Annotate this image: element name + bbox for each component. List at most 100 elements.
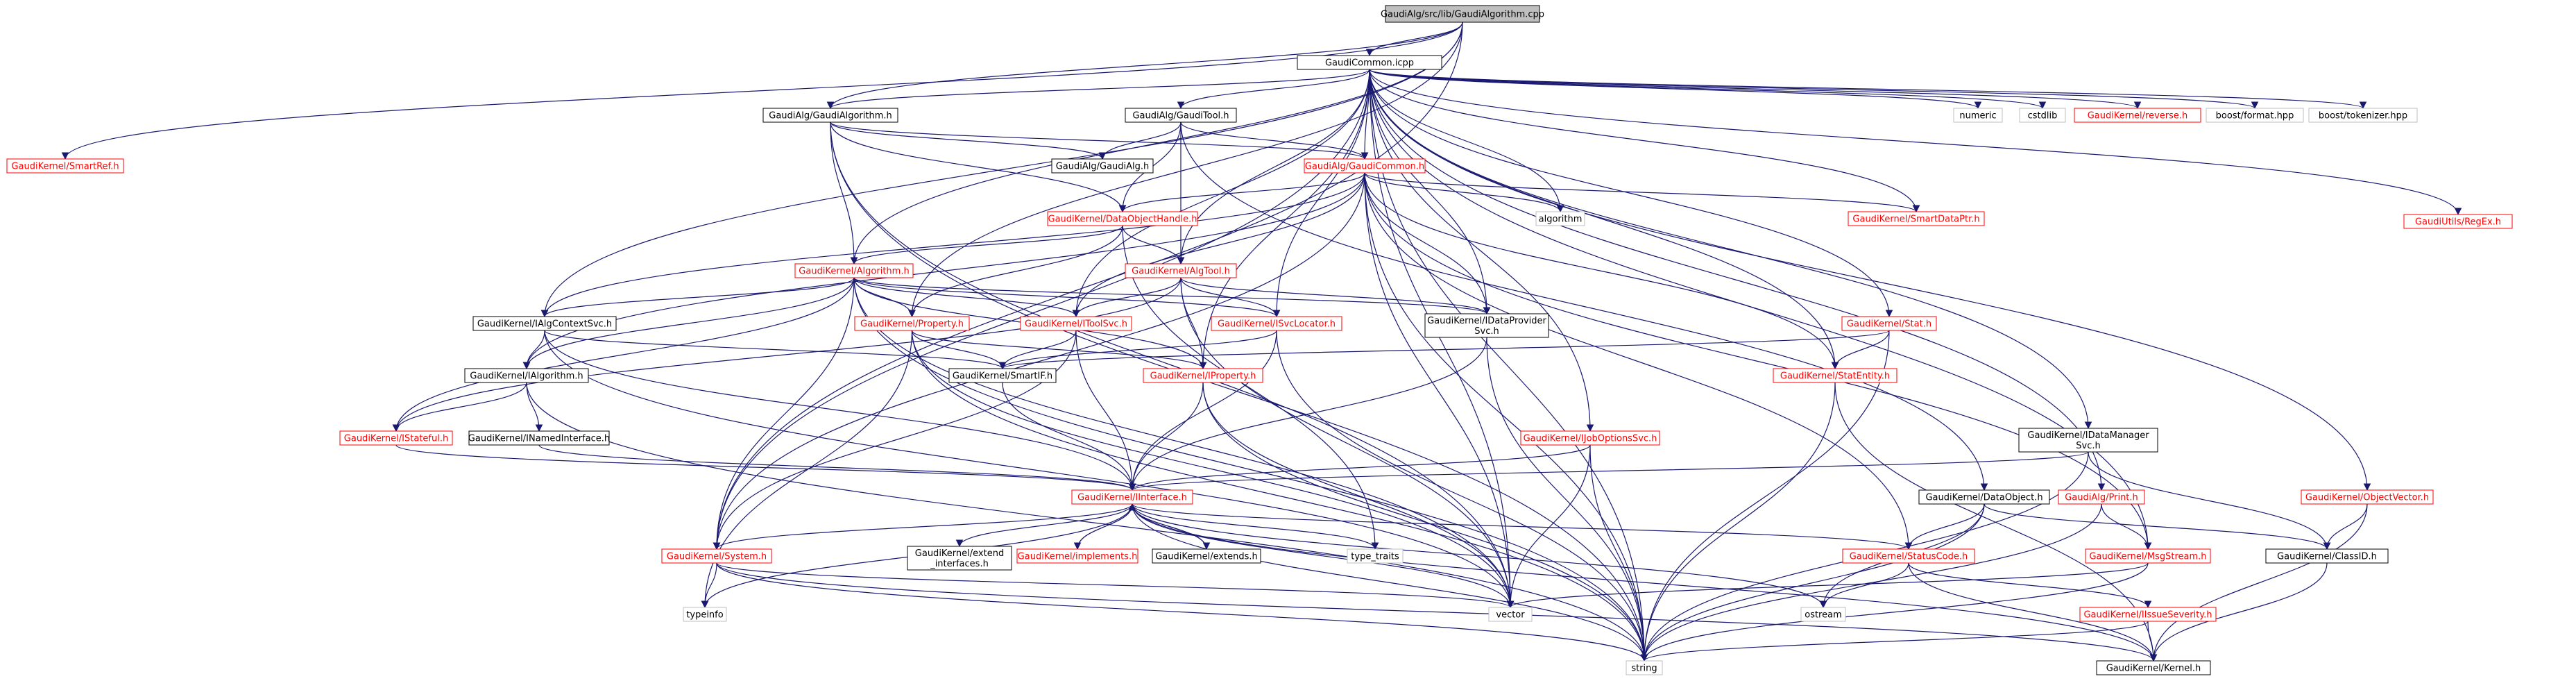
node-istateful[interactable]: GaudiKernel/IStateful.h	[339, 430, 453, 446]
node-smartif[interactable]: GaudiKernel/SmartIF.h	[948, 368, 1057, 383]
edge-iproperty-to-string	[1202, 382, 1648, 662]
node-extifaces[interactable]: GaudiKernel/extend_interfaces.h	[907, 546, 1012, 571]
edge-gcicpp-to-gtool	[1177, 69, 1370, 110]
node-isvcloc[interactable]: GaudiKernel/ISvcLocator.h	[1211, 316, 1342, 331]
node-label: Svc.h	[1474, 326, 1499, 337]
edge-ijobopt-to-string	[1589, 444, 1648, 662]
edge-statentity-to-string	[1640, 382, 1836, 662]
node-system[interactable]: GaudiKernel/System.h	[661, 548, 772, 564]
node-box	[464, 368, 589, 383]
node-ostream[interactable]: ostream	[1800, 607, 1846, 622]
edge-gkalgo-to-isvcloc	[853, 277, 1281, 318]
node-reverse[interactable]: GaudiKernel/reverse.h	[2074, 108, 2201, 123]
node-numeric[interactable]: numeric	[1953, 108, 2003, 123]
edge-gcommon-to-msgstream	[1364, 172, 2152, 550]
node-label: GaudiUtils/RegEx.h	[2415, 217, 2501, 228]
node-btoken[interactable]: boost/tokenizer.hpp	[2308, 108, 2418, 123]
node-gkalgo[interactable]: GaudiKernel/Algorithm.h	[794, 263, 914, 278]
edge-gcicpp-to-string	[1369, 69, 1648, 662]
node-algorithm[interactable]: algorithm	[1535, 211, 1585, 226]
node-objvector[interactable]: GaudiKernel/ObjectVector.h	[2301, 489, 2434, 505]
node-iproperty[interactable]: GaudiKernel/IProperty.h	[1143, 368, 1263, 383]
node-typeinfo[interactable]: typeinfo	[683, 607, 727, 622]
node-statentity[interactable]: GaudiKernel/StatEntity.h	[1773, 368, 1897, 383]
node-print[interactable]: GaudiAlg/Print.h	[2058, 489, 2145, 505]
node-label: GaudiKernel/ClassID.h	[2277, 552, 2377, 562]
node-root[interactable]: GaudiAlg/src/lib/GaudiAlgorithm.cpp	[1381, 5, 1544, 23]
node-ialgorithm[interactable]: GaudiKernel/IAlgorithm.h	[464, 368, 589, 383]
node-string[interactable]: string	[1626, 660, 1663, 675]
node-box	[1047, 211, 1198, 226]
node-statuscode[interactable]: GaudiKernel/StatusCode.h	[1842, 548, 1975, 564]
node-galgo[interactable]: GaudiAlg/GaudiAlgorithm.h	[762, 108, 898, 123]
node-box	[683, 607, 727, 622]
edge-property-to-vector	[911, 330, 1515, 609]
node-issuesev[interactable]: GaudiKernel/IIssueSeverity.h	[2079, 607, 2217, 622]
node-box	[1773, 368, 1897, 383]
node-inamed[interactable]: GaudiKernel/INamedInterface.h	[468, 430, 610, 446]
edge-smartif-to-iinterface	[1002, 382, 1136, 491]
edge-system-to-string	[716, 562, 1648, 662]
node-box	[1424, 313, 1549, 338]
node-regex[interactable]: GaudiUtils/RegEx.h	[2403, 214, 2513, 229]
node-smartref[interactable]: GaudiKernel/SmartRef.h	[6, 158, 124, 174]
edge-algctx-to-vector	[544, 330, 1515, 609]
node-cstdlib[interactable]: cstdlib	[2019, 108, 2066, 123]
edge-gcicpp-to-idataprov	[1369, 69, 1491, 315]
edge-dataobject-to-statuscode	[1904, 503, 1985, 550]
node-iinterface[interactable]: GaudiKernel/IInterface.h	[1071, 489, 1193, 505]
node-bformat[interactable]: boost/format.hpp	[2206, 108, 2304, 123]
node-box	[2079, 607, 2217, 622]
edge-dataobjhandle-to-algtool	[1122, 225, 1185, 265]
node-algctx[interactable]: GaudiKernel/IAlgContextSvc.h	[472, 316, 617, 331]
node-implements[interactable]: GaudiKernel/implements.h	[1016, 548, 1138, 564]
node-gtool[interactable]: GaudiAlg/GaudiTool.h	[1125, 108, 1237, 123]
edge-gcicpp-to-galgo	[826, 69, 1370, 110]
edge-dataobjhandle-to-typetraits	[1122, 225, 1379, 550]
edge-dataobject-to-string	[1640, 503, 1985, 662]
edge-istateful-to-iinterface	[395, 444, 1136, 491]
node-label: typeinfo	[686, 610, 723, 621]
edge-gcommon-to-smartdataptr	[1364, 172, 1920, 213]
edge-ijobopt-to-iinterface	[1128, 444, 1591, 491]
node-smartdataptr[interactable]: GaudiKernel/SmartDataPtr.h	[1848, 211, 1985, 226]
node-dataobjhandle[interactable]: GaudiKernel/DataObjectHandle.h	[1047, 211, 1198, 226]
node-ijobopt[interactable]: GaudiKernel/IJobOptionsSvc.h	[1520, 430, 1660, 446]
node-extends[interactable]: GaudiKernel/extends.h	[1152, 548, 1261, 564]
node-typetraits[interactable]: type_traits	[1347, 548, 1404, 564]
node-classid[interactable]: GaudiKernel/ClassID.h	[2265, 548, 2389, 564]
edge-stat-to-smartif	[999, 330, 1890, 370]
node-property[interactable]: GaudiKernel/Property.h	[854, 316, 970, 331]
edge-root-to-gcicpp	[1365, 22, 1463, 57]
edge-msgstream-to-string	[1640, 562, 2149, 662]
node-label: GaudiKernel/DataObjectHandle.h	[1048, 215, 1197, 225]
node-box	[1143, 368, 1263, 383]
edge-inamed-to-iinterface	[538, 444, 1136, 491]
node-gcommon[interactable]: GaudiAlg/GaudiCommon.h	[1304, 158, 1426, 174]
node-box	[661, 548, 772, 564]
node-itoolsvc[interactable]: GaudiKernel/IToolSvc.h	[1020, 316, 1132, 331]
edge-gcommon-to-statuscode	[1364, 172, 1913, 550]
node-msgstream[interactable]: GaudiKernel/MsgStream.h	[2085, 548, 2211, 564]
edge-iinterface-to-ostream	[1132, 503, 1827, 609]
node-dataobject[interactable]: GaudiKernel/DataObject.h	[1918, 489, 2050, 505]
node-kernel[interactable]: GaudiKernel/Kernel.h	[2096, 660, 2211, 675]
edge-gcommon-to-algorithm	[1364, 172, 1564, 213]
edge-isvcloc-to-iinterface	[1128, 330, 1277, 491]
node-box	[2074, 108, 2201, 123]
node-label: GaudiKernel/reverse.h	[2088, 111, 2188, 121]
edge-gcicpp-to-algorithm	[1369, 69, 1564, 213]
node-box	[854, 316, 970, 331]
node-algtool[interactable]: GaudiKernel/AlgTool.h	[1125, 263, 1237, 278]
edge-gcicpp-to-algtool	[1177, 69, 1370, 265]
edge-issuesev-to-string	[1640, 621, 2149, 662]
node-vector[interactable]: vector	[1488, 607, 1533, 622]
node-stat[interactable]: GaudiKernel/Stat.h	[1841, 316, 1937, 331]
node-box	[1953, 108, 2003, 123]
node-box	[2301, 489, 2434, 505]
node-box	[907, 546, 1012, 571]
node-gcicpp[interactable]: GaudiCommon.icpp	[1297, 55, 1442, 70]
node-gaudialg[interactable]: GaudiAlg/GaudiAlg.h	[1051, 158, 1154, 174]
